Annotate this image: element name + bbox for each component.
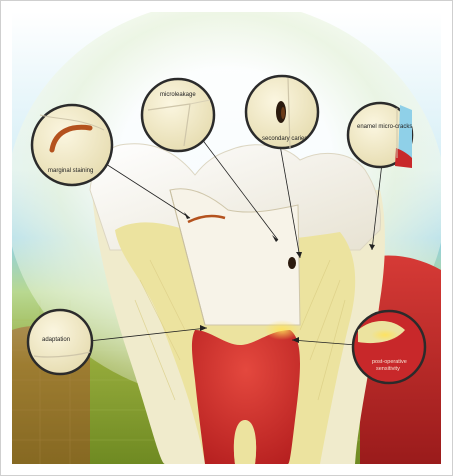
callout-post-operative-sensitivity: post-operative sensitivity (353, 311, 425, 383)
label-post-operative-line1: post-operative (372, 359, 407, 365)
caries-spot (288, 257, 296, 269)
label-marginal-staining: marginal staining (48, 168, 93, 174)
label-post-operative-line2: sensitivity (376, 366, 400, 372)
callout-marginal-staining: marginal staining (32, 105, 112, 185)
callout-adaptation: adaptation (28, 310, 92, 374)
label-secondary-caries: secondary caries (262, 136, 307, 142)
callout-enamel-micro-cracks: enamel micro-cracks (348, 103, 412, 168)
sensitivity-glow (264, 320, 300, 340)
callout-secondary-caries: secondary caries (246, 76, 318, 148)
root-divide (234, 425, 256, 464)
label-adaptation: adaptation (42, 337, 70, 343)
label-microleakage: microleakage (160, 92, 196, 98)
label-enamel-micro-cracks: enamel micro-cracks (357, 124, 412, 130)
callout-microleakage: microleakage (142, 79, 214, 151)
